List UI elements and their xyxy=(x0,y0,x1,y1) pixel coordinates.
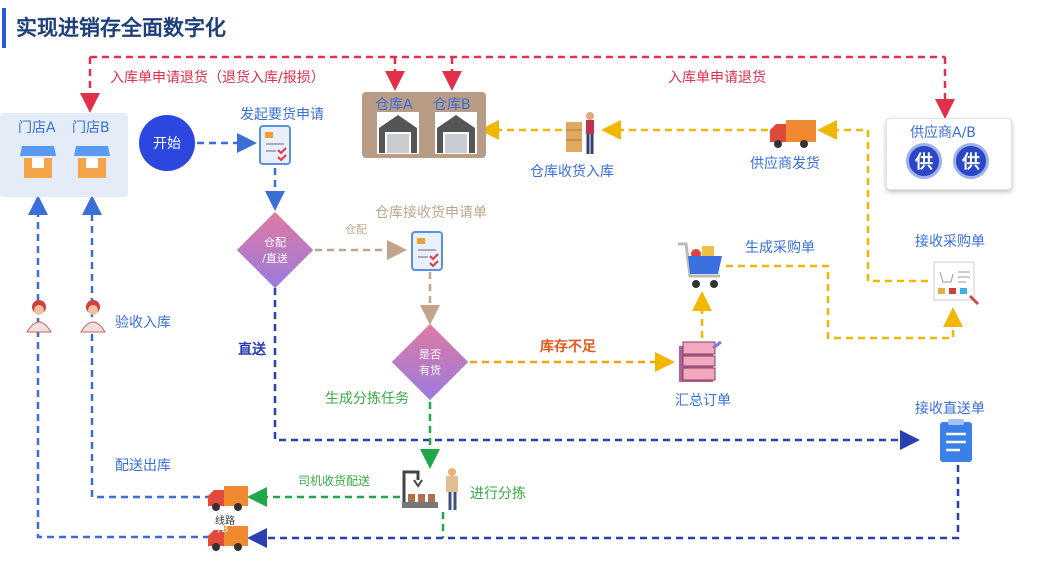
title-accent-bar xyxy=(2,8,6,48)
return-left-label: 入库单申请退货（退货入库/报损） xyxy=(110,70,325,86)
supplier-ship-label: 供应商发货 xyxy=(750,156,820,172)
route-label: 线路 xyxy=(215,516,235,527)
stock-line2: 有货 xyxy=(419,364,441,377)
supplier-group[interactable] xyxy=(886,118,1012,190)
sorting-label: 进行分拣 xyxy=(470,486,526,502)
page-title: 实现进销存全面数字化 xyxy=(16,16,226,40)
truck-icon[interactable] xyxy=(206,484,250,512)
warehouse-icon xyxy=(377,112,419,154)
supplier-badge-text: 供 xyxy=(962,152,980,173)
summary-order-icon[interactable] xyxy=(675,338,723,386)
warehouse-a-label: 仓库A xyxy=(375,97,413,113)
supplier-badge-text: 供 xyxy=(915,152,933,173)
return-edges xyxy=(80,55,955,119)
supplier-badge: 供 xyxy=(906,143,942,179)
document-icon[interactable] xyxy=(410,230,446,272)
dispatch-label: 配送出库 xyxy=(115,458,171,474)
procurement-edges xyxy=(479,120,963,340)
truck-icon[interactable] xyxy=(206,524,250,552)
person-icon[interactable] xyxy=(24,298,54,334)
sorting-edges xyxy=(247,402,445,538)
warehouse-icon xyxy=(435,112,477,154)
create-po-label: 生成采购单 xyxy=(745,240,815,256)
clipboard-icon[interactable] xyxy=(936,418,976,466)
warehouse-worker-icon[interactable] xyxy=(562,108,602,158)
store-a-label: 门店A xyxy=(18,120,56,136)
stock-line1: 是否 xyxy=(419,348,441,361)
receive-direct-label: 接收直送单 xyxy=(915,401,985,417)
truck-icon[interactable] xyxy=(768,118,818,150)
receive-po-label: 接收采购单 xyxy=(915,234,985,250)
warehouse-dist-edge-label: 仓配 xyxy=(345,223,367,236)
start-node[interactable]: 开始 xyxy=(139,115,195,171)
request-label: 发起要货申请 xyxy=(240,107,324,123)
purchase-order-icon[interactable] xyxy=(930,258,980,308)
direct-edges xyxy=(247,288,960,548)
store-icon xyxy=(74,146,110,178)
warehouse-receive-request-label: 仓库接收货申请单 xyxy=(375,205,487,221)
acceptance-label: 验收入库 xyxy=(115,315,171,331)
sorting-robot-icon[interactable] xyxy=(400,466,462,512)
supplier-label: 供应商A/B xyxy=(910,125,976,141)
route-line2: /直送 xyxy=(262,252,288,265)
store-b-label: 门店B xyxy=(72,120,110,136)
store-icon xyxy=(20,146,56,178)
warehouse-inbound-label: 仓库收货入库 xyxy=(530,164,614,180)
route-decision-text: 仓配/直送 xyxy=(245,235,305,267)
return-right-label: 入库单申请退货 xyxy=(668,70,766,86)
supplier-badge: 供 xyxy=(953,143,989,179)
driver-delivery-label: 司机收货配送 xyxy=(298,474,371,488)
cart-icon[interactable] xyxy=(676,240,726,292)
stock-decision-text: 是否有货 xyxy=(400,347,460,379)
warehouse-b-label: 仓库B xyxy=(433,97,471,113)
out-of-stock-label: 库存不足 xyxy=(540,339,596,355)
summary-order-label: 汇总订单 xyxy=(675,393,731,409)
route-suffix-label: /B xyxy=(218,524,229,535)
route-line1: 仓配 xyxy=(264,236,286,249)
document-icon[interactable] xyxy=(258,124,294,166)
person-icon[interactable] xyxy=(78,298,108,334)
direct-edge-label: 直送 xyxy=(238,342,266,358)
create-sort-task-label: 生成分拣任务 xyxy=(325,391,409,407)
